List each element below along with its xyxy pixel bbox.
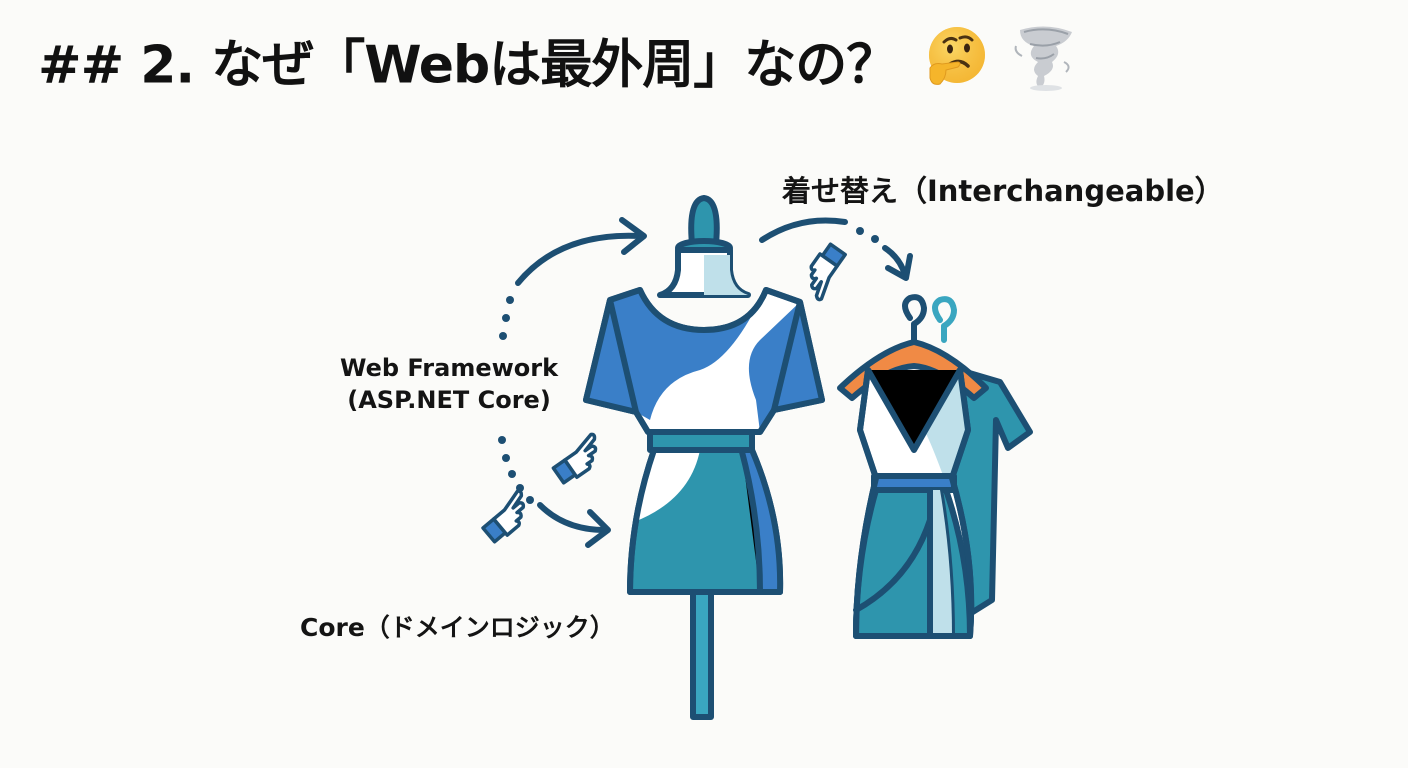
web-framework-label-line1: Web Framework — [340, 354, 559, 382]
swap-arrow-right-icon — [759, 217, 913, 281]
slide-title: ## 2. なぜ「Webは最外周」なの？ — [38, 22, 1078, 115]
slide-title-text: ## 2. なぜ「Webは最外周」なの？ — [38, 35, 898, 96]
tornado-icon — [1014, 22, 1078, 115]
dotted-path-icon — [498, 227, 879, 504]
web-framework-label: Web Framework (ASP.NET Core) — [340, 352, 558, 416]
loop-arrow-top-icon — [515, 217, 647, 286]
thinking-face-icon — [920, 22, 990, 115]
mannequin-icon — [583, 195, 825, 720]
hanger-dresses-icon — [837, 294, 1033, 639]
core-label: Core（ドメインロジック） — [300, 613, 615, 642]
loop-arrow-bottom-icon — [537, 502, 611, 548]
interchangeable-label: 着せ替え（Interchangeable） — [782, 174, 1224, 208]
pointing-hand-icon — [481, 242, 847, 544]
web-framework-label-line2: (ASP.NET Core) — [347, 386, 551, 414]
